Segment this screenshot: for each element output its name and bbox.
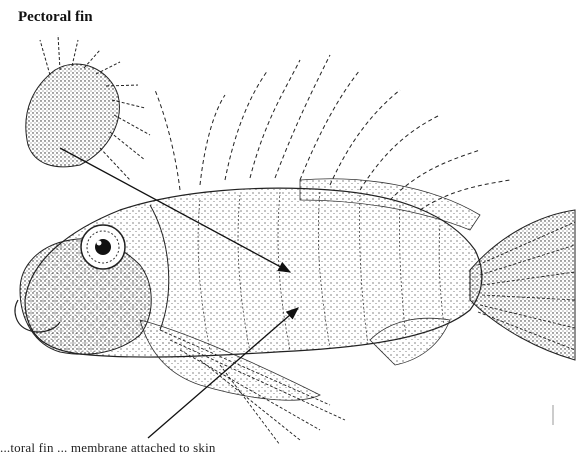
bottom-caption: ...toral fin ... membrane attached to sk… bbox=[0, 440, 216, 456]
title-label: Pectoral fin bbox=[18, 9, 93, 26]
eye bbox=[81, 225, 125, 269]
tail-fin bbox=[470, 210, 575, 360]
detached-pectoral-fin bbox=[26, 35, 150, 180]
